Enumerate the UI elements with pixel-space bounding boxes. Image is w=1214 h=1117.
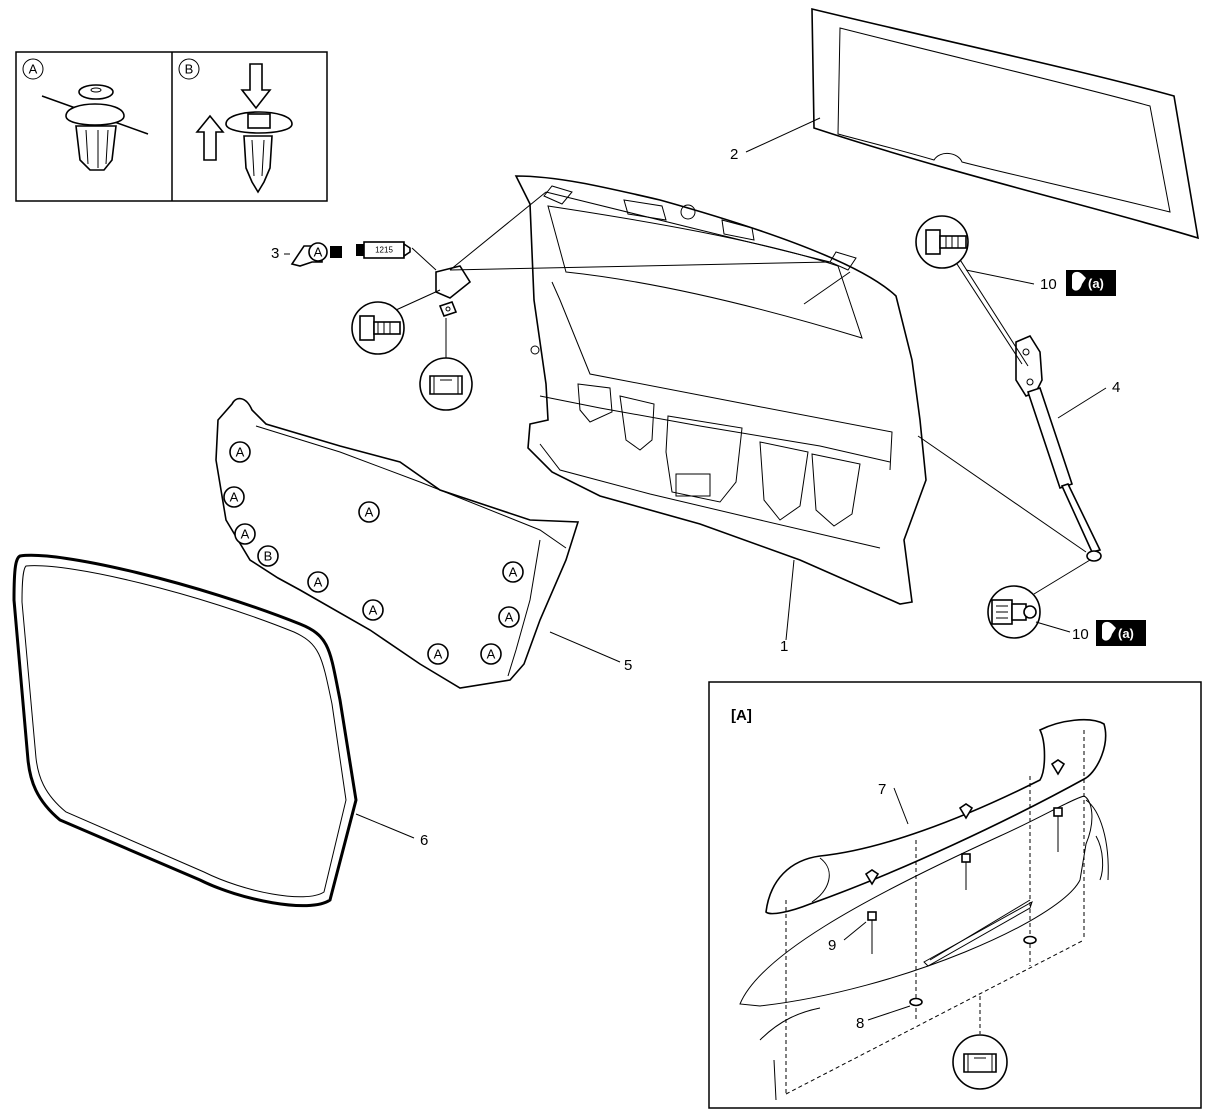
clip-a-detail: A [22, 58, 149, 171]
torque-label: (a) [1088, 276, 1104, 291]
push-in-arrow-icon [240, 63, 272, 110]
damper-bolt-lower [987, 559, 1091, 639]
callout-8: 8 [856, 1015, 864, 1032]
hinge-nut-callout [419, 318, 473, 411]
svg-text:A: A [434, 647, 443, 662]
callout-10-lower: 10 [1072, 626, 1089, 643]
clip-b-label: B [185, 62, 194, 77]
svg-text:B: B [264, 549, 273, 564]
wrench-icon [1102, 621, 1116, 641]
svg-text:A: A [509, 565, 518, 580]
hinge-bolt-callout [351, 289, 441, 355]
trim-clip-markers: A A A B A A A A A A A [223, 441, 524, 665]
damper-bolt-upper [915, 215, 969, 269]
back-door-hinge [435, 191, 851, 317]
svg-text:A: A [369, 603, 378, 618]
clip-marker-a: A [502, 561, 524, 583]
back-door-weatherstrip [12, 553, 358, 908]
clip-a-label: A [29, 62, 38, 77]
spoiler-nut-callout [952, 1034, 1008, 1090]
svg-text:A: A [314, 575, 323, 590]
wrench-icon [1072, 271, 1086, 291]
callout-1: 1 [780, 638, 788, 655]
callout-2: 2 [730, 146, 738, 163]
clip-marker-a: A [223, 486, 245, 508]
callout-10-upper: 10 [1040, 276, 1057, 293]
clip-marker-a: A [480, 643, 502, 665]
clip-marker-b: B [257, 545, 279, 567]
svg-text:A: A [365, 505, 374, 520]
back-door-trim [215, 397, 580, 689]
leader-lines [284, 117, 1107, 839]
clip-marker-a: A [234, 523, 256, 545]
svg-text:A: A [230, 490, 239, 505]
grease-symbol: A [290, 242, 342, 267]
svg-text:A: A [236, 445, 245, 460]
torque-label: (a) [1118, 626, 1134, 641]
pull-out-arrow-icon [195, 114, 225, 161]
sealant-tube-icon: 1215 [356, 241, 411, 259]
back-door-damper [917, 243, 1102, 562]
clip-marker-a: A [362, 599, 384, 621]
spoiler-nut [864, 759, 1066, 954]
callout-5: 5 [624, 657, 632, 674]
callout-6: 6 [420, 832, 428, 849]
back-door-glass [811, 7, 1200, 240]
clip-detail-box: A B [15, 51, 328, 202]
svg-text:A: A [487, 647, 496, 662]
clip-marker-a: A [498, 606, 520, 628]
torque-badge-lower: (a) [1096, 620, 1146, 646]
clip-marker-a: A [229, 441, 251, 463]
spoiler-grommet [909, 935, 1037, 1007]
clip-b-detail: B [178, 58, 293, 194]
sealant-code: 1215 [375, 246, 393, 255]
clip-marker-a: A [307, 571, 329, 593]
torque-badge-upper: (a) [1066, 270, 1116, 296]
clip-marker-a: A [358, 501, 380, 523]
svg-text:A: A [505, 610, 514, 625]
spoiler-view-label: [A] [731, 707, 752, 724]
callout-7: 7 [878, 781, 886, 798]
callout-3: 3 [271, 245, 279, 262]
grease-marker-label: A [314, 245, 323, 260]
callout-4: 4 [1112, 379, 1120, 396]
spoiler-detail-view: [A] [708, 681, 1202, 1109]
svg-text:A: A [241, 527, 250, 542]
back-door-panel [514, 175, 927, 605]
clip-marker-a: A [427, 643, 449, 665]
callout-9: 9 [828, 937, 836, 954]
